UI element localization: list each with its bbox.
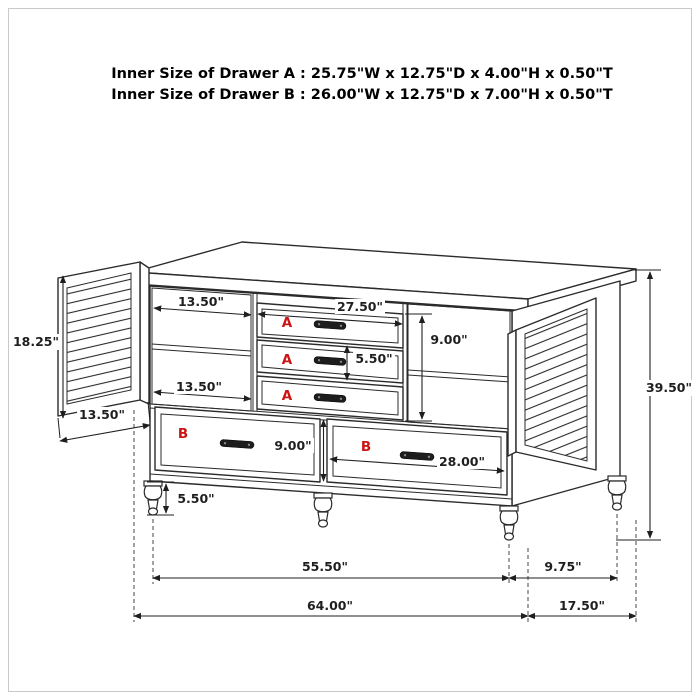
drawer-b-1: B bbox=[154, 406, 321, 483]
header-line-1: Inner Size of Drawer A : 25.75"W x 12.75… bbox=[111, 66, 613, 82]
dim-door-height: 18.25" bbox=[12, 275, 67, 419]
drawer-b-label-2: B bbox=[361, 439, 371, 455]
dim-leg-height: 5.50" bbox=[147, 481, 217, 516]
header-line-2: Inner Size of Drawer B : 26.00"W x 12.75… bbox=[111, 87, 612, 103]
dim-label-front-leg-span: 55.50" bbox=[302, 559, 348, 574]
dim-label-side-leg-span: 9.75" bbox=[544, 559, 581, 574]
dim-drawer-bank-height: 9.00" bbox=[405, 313, 470, 422]
left-compartment-opening bbox=[151, 287, 252, 412]
dim-front-leg-span: 55.50" bbox=[152, 559, 510, 582]
dim-label-leg-height: 5.50" bbox=[177, 491, 214, 506]
dim-label-door-height: 18.25" bbox=[13, 334, 59, 349]
dim-overall-depth: 17.50" bbox=[527, 598, 637, 620]
dim-overall-height: 39.50" bbox=[616, 269, 692, 541]
left-door-louvers bbox=[66, 272, 132, 405]
dim-label-drawer-bank-height: 9.00" bbox=[430, 332, 467, 347]
left-shelf bbox=[151, 343, 252, 352]
drawer-handle bbox=[313, 393, 347, 403]
right-door-louvers bbox=[524, 308, 588, 462]
left-door-edge bbox=[139, 261, 150, 405]
dim-label-overall-height: 39.50" bbox=[646, 380, 692, 395]
dim-side-leg-span: 9.75" bbox=[508, 559, 618, 582]
dim-label-drawer-b-width: 28.00" bbox=[439, 454, 485, 469]
dim-drawer-b-width: 28.00" bbox=[329, 454, 505, 474]
dim-label-drawer-b-front-height: 9.00" bbox=[274, 438, 311, 453]
right-door bbox=[507, 297, 597, 471]
drawer-handle bbox=[219, 439, 255, 449]
dim-label-upper-shelf-width: 13.50" bbox=[178, 294, 224, 309]
dim-drawer-a-width: 27.50" bbox=[257, 299, 403, 327]
dim-upper-shelf-width: 13.50" bbox=[153, 294, 252, 318]
dim-drawer-b-front-height: 9.00" bbox=[272, 419, 327, 482]
left-door bbox=[57, 261, 150, 417]
dim-label-drawer-a-front-height: 5.50" bbox=[355, 351, 392, 366]
drawer-a-label-2: A bbox=[282, 352, 293, 368]
drawer-b-label-1: B bbox=[178, 426, 188, 442]
dim-drawer-a-front-height: 5.50" bbox=[343, 345, 395, 381]
dim-overall-width: 64.00" bbox=[133, 598, 529, 620]
header: Inner Size of Drawer A : 25.75"W x 12.75… bbox=[111, 66, 613, 103]
dim-label-door-width: 13.50" bbox=[79, 407, 125, 422]
dim-lower-shelf-width: 13.50" bbox=[153, 379, 252, 402]
dim-label-lower-shelf-width: 13.50" bbox=[176, 379, 222, 394]
extension-lines bbox=[133, 410, 637, 622]
dim-label-overall-width: 64.00" bbox=[307, 598, 353, 613]
dim-label-drawer-a-width: 27.50" bbox=[337, 299, 383, 314]
drawer-a-label-1: A bbox=[282, 315, 293, 331]
right-door-edge bbox=[507, 329, 517, 457]
dim-label-overall-depth: 17.50" bbox=[559, 598, 605, 613]
left-compartment bbox=[151, 287, 252, 412]
drawer-a-2: A bbox=[256, 339, 404, 384]
drawer-a-label-3: A bbox=[282, 388, 293, 404]
dim-door-width: 13.50" bbox=[57, 401, 151, 443]
drawer-a-3: A bbox=[256, 375, 404, 421]
